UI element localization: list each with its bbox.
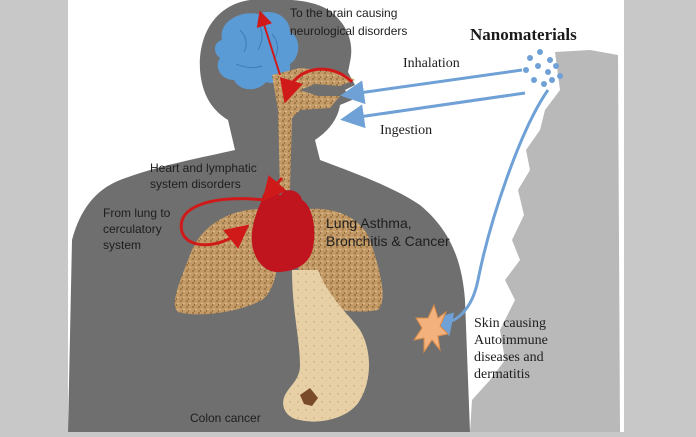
- ingestion-label: Ingestion: [380, 123, 432, 138]
- arrow-lung-to-circulation: [179, 197, 266, 249]
- inhalation-label: Inhalation: [403, 56, 460, 71]
- colon-lesion: [300, 388, 318, 406]
- arrow-to-brain: [279, 67, 354, 104]
- heart-label-line2: system disorders: [150, 177, 241, 191]
- lung-disease-label-line2: Bronchitis & Cancer: [326, 233, 450, 249]
- stomach: [283, 270, 369, 422]
- skin-label-line2: Autoimmune: [474, 333, 548, 348]
- lung-circulation-label-line1: From lung to: [103, 206, 171, 220]
- arrow-to-brain-2: [256, 10, 281, 76]
- lung-circulation-label-line2: cerculatory: [103, 222, 162, 236]
- inhalation-arrow: [340, 68, 523, 105]
- grey-background-region: [470, 50, 620, 432]
- nanomaterials-label: Nanomaterials: [470, 25, 577, 44]
- heart-label-line1: Heart and lymphatic: [150, 161, 257, 175]
- brain-label-line2: neurological disorders: [290, 24, 407, 38]
- lung-circulation-label-line3: system: [103, 238, 141, 252]
- ingestion-arrow: [340, 91, 526, 129]
- skin-label-line3: diseases and: [474, 350, 544, 365]
- nanoparticles-icon: [523, 49, 563, 87]
- colon-cancer-label: Colon cancer: [190, 411, 261, 425]
- skin-patch: [412, 303, 450, 354]
- skin-arrow: [428, 89, 550, 337]
- arrow-heart: [262, 175, 287, 202]
- heart-icon: [251, 189, 315, 272]
- lung-disease-label-line1: Lung Asthma,: [326, 215, 412, 231]
- skin-label-line1: Skin causing: [474, 316, 546, 331]
- brain-label-line1: To the brain causing: [290, 6, 397, 20]
- skin-label-line4: dermatitis: [474, 367, 530, 382]
